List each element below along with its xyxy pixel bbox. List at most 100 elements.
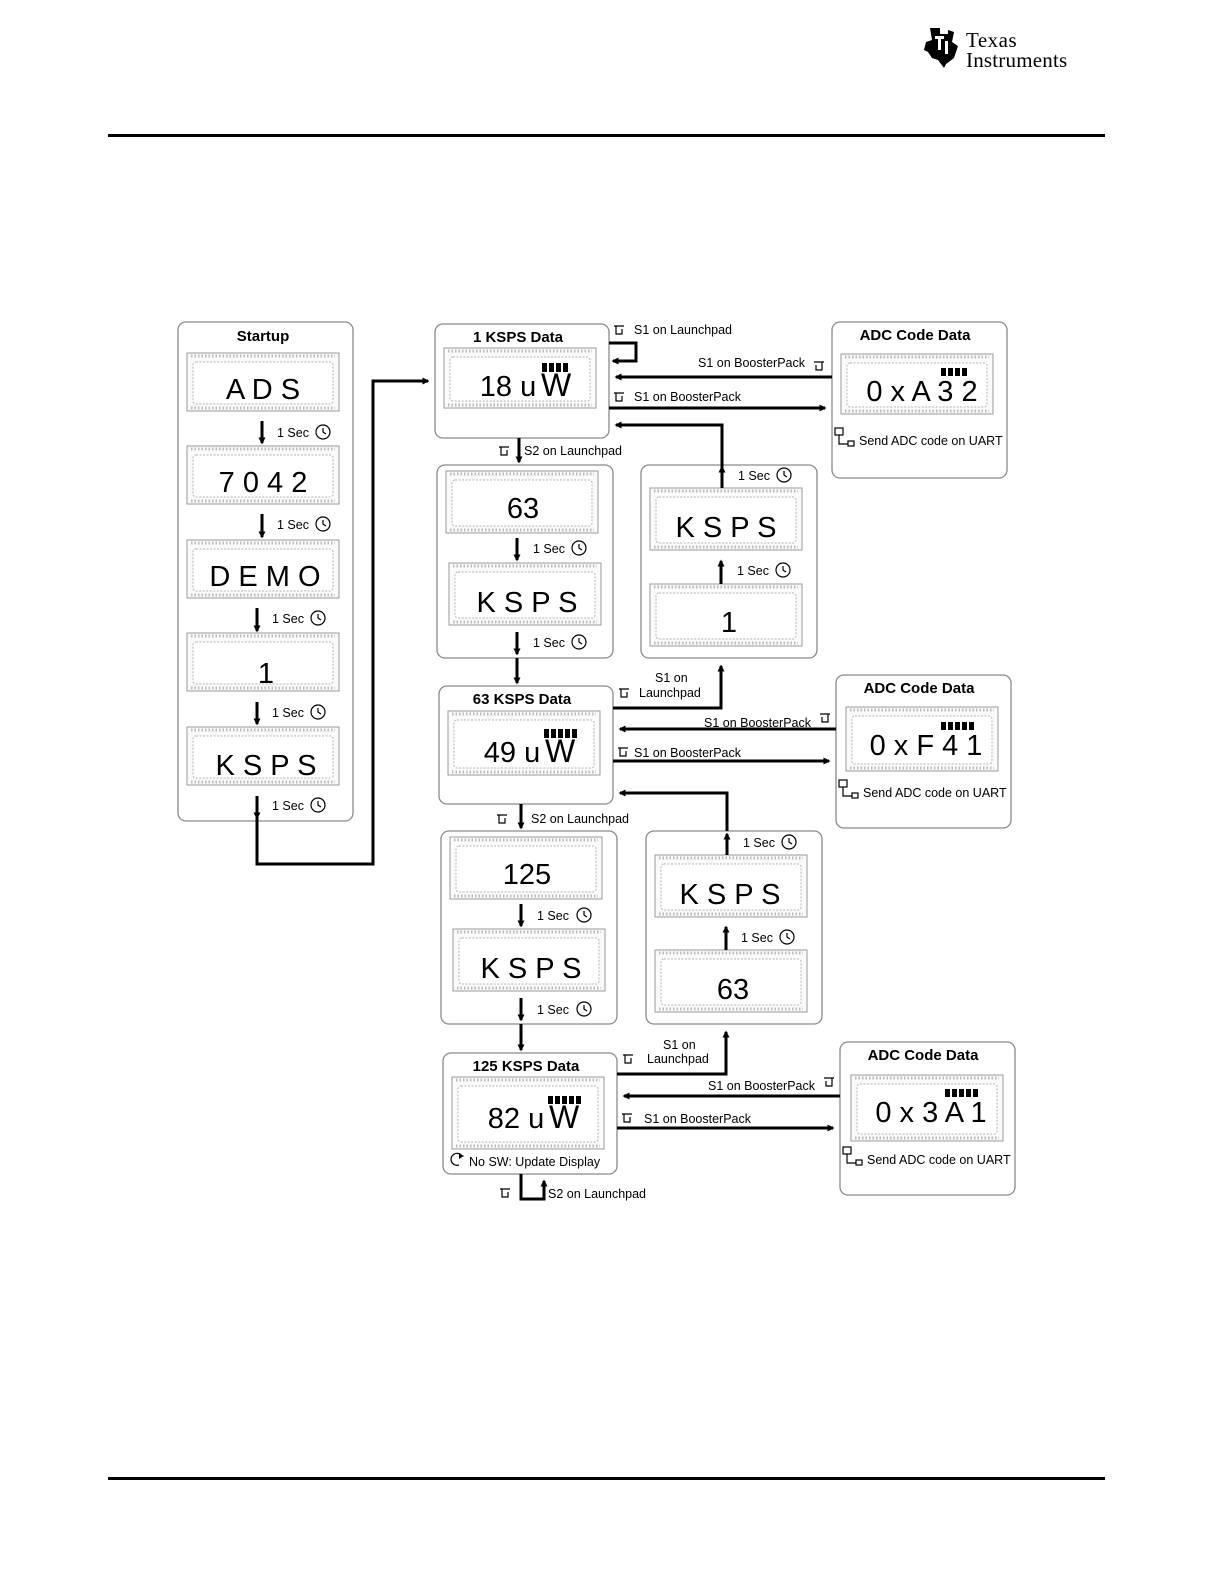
switch-label: S1 on BoosterPack [614, 390, 742, 404]
hand-pointer-icon [814, 361, 824, 371]
switch-text: S1 on [655, 671, 688, 685]
timer-text: 1 Sec [272, 612, 304, 626]
lcd-text: K S P S [480, 953, 581, 985]
adc3-title: ADC Code Data [868, 1047, 980, 1064]
lcd-adc-code: 0 x A 3 2 [866, 376, 977, 408]
switch-text: S1 on BoosterPack [708, 1079, 816, 1093]
lcd-value: 18 u [480, 371, 536, 403]
arrow [617, 1030, 730, 1076]
brand-line-2: Instruments [966, 48, 1068, 72]
timer-text: 1 Sec [272, 799, 304, 813]
ksps125-title: 125 KSPS Data [473, 1058, 580, 1075]
timer-text: 1 Sec [537, 1003, 569, 1017]
lcd-text: 63 [507, 493, 539, 525]
timer-label: 1 Sec [537, 1001, 592, 1017]
arrow [609, 341, 638, 365]
lcd-text: K S P S [215, 750, 316, 782]
timer-text: 1 Sec [272, 706, 304, 720]
lcd-adc-code: 0 x 3 A 1 [875, 1097, 986, 1129]
timer-label: 1 Sec [272, 610, 326, 626]
timer-label: 1 Sec [533, 634, 587, 650]
signal-bars-icon [542, 363, 568, 372]
lcd-screen: K S P S [186, 726, 340, 786]
no-sw-label: No SW: Update Display [469, 1155, 601, 1169]
lcd-screen: D E M O [186, 539, 340, 599]
arrow [613, 664, 725, 710]
lcd-screen: 1 [649, 583, 803, 647]
hand-pointer-icon [614, 392, 624, 402]
switch-label: S1 on Launchpad [623, 1038, 709, 1066]
lcd-screen: 63 [654, 949, 808, 1013]
clock-icon [576, 907, 592, 923]
timer-label: 1 Sec [741, 929, 795, 945]
brand-line-1: Texas [966, 28, 1018, 52]
lcd-screen: K S P S [649, 487, 803, 551]
switch-label: S1 on BoosterPack [622, 1112, 752, 1126]
clock-icon [781, 834, 797, 850]
lcd-value: 82 u [488, 1103, 544, 1135]
hand-pointer-icon [497, 814, 507, 824]
switch-text: S1 on BoosterPack [698, 356, 806, 370]
timer-text: 1 Sec [533, 636, 565, 650]
switch-label: S1 on BoosterPack [708, 1077, 834, 1093]
switch-text: S1 on BoosterPack [644, 1112, 752, 1126]
timer-label: 1 Sec [737, 562, 791, 578]
startup-title: Startup [237, 328, 290, 345]
timer-label: 1 Sec [537, 907, 592, 923]
clock-icon [571, 634, 587, 650]
hand-pointer-icon [618, 747, 628, 757]
clock-icon [315, 424, 331, 440]
lcd-unit: W [545, 733, 576, 769]
footer-rule [108, 1477, 1105, 1480]
adc2-note: Send ADC code on UART [863, 786, 1007, 800]
switch-text: S1 on BoosterPack [704, 716, 812, 730]
network-icon [842, 1146, 863, 1166]
lcd-text: A D S [226, 374, 300, 406]
lcd-text: D E M O [209, 561, 320, 593]
switch-text: S1 on BoosterPack [634, 390, 742, 404]
signal-bars-icon [544, 729, 577, 738]
signal-bars-icon [941, 368, 967, 376]
hand-pointer-icon [623, 1054, 633, 1064]
lcd-screen: A D S [186, 352, 340, 412]
lcd-screen: K S P S [452, 928, 606, 992]
network-icon [838, 779, 859, 799]
switch-label: S2 on Launchpad [499, 444, 622, 458]
lcd-screen: 49 u W [447, 710, 601, 776]
timer-label: 1 Sec [738, 467, 792, 483]
timer-text: 1 Sec [737, 564, 769, 578]
timer-text: 1 Sec [277, 426, 309, 440]
clock-icon [775, 562, 791, 578]
lcd-value: 49 u [484, 737, 540, 769]
lcd-unit: W [541, 367, 572, 403]
lcd-screen: 7 0 4 2 [186, 445, 340, 505]
ksps63-title: 63 KSPS Data [473, 691, 572, 708]
clock-icon [310, 610, 326, 626]
lcd-screen: 18 u W [443, 347, 597, 409]
arrow [618, 789, 729, 831]
lcd-screen: K S P S [654, 854, 808, 918]
clock-icon [779, 929, 795, 945]
timer-text: 1 Sec [741, 931, 773, 945]
lcd-text: 7 0 4 2 [219, 467, 308, 499]
switch-text: S1 on BoosterPack [634, 746, 742, 760]
hand-pointer-icon [824, 1077, 834, 1087]
ti-logo-icon [924, 28, 958, 68]
network-icon [834, 427, 855, 447]
switch-text: S2 on Launchpad [531, 812, 629, 826]
signal-bars-icon [941, 722, 974, 730]
hand-pointer-icon [622, 1113, 632, 1123]
lcd-text: 1 [721, 607, 737, 639]
adc3-note: Send ADC code on UART [867, 1153, 1011, 1167]
lcd-text: K S P S [476, 587, 577, 619]
timer-label: 1 Sec [277, 516, 331, 532]
timer-label: 1 Sec [533, 540, 587, 556]
lcd-screen: 63 [445, 470, 599, 534]
lcd-screen: 1 [186, 632, 340, 692]
hand-pointer-icon [614, 325, 624, 335]
switch-text: S2 on Launchpad [524, 444, 622, 458]
lcd-screen: 0 x A 3 2 [840, 353, 994, 415]
ti-logo: Texas Instruments [918, 24, 1108, 72]
switch-label: S1 on BoosterPack [618, 746, 742, 760]
hand-pointer-icon [500, 1188, 510, 1198]
